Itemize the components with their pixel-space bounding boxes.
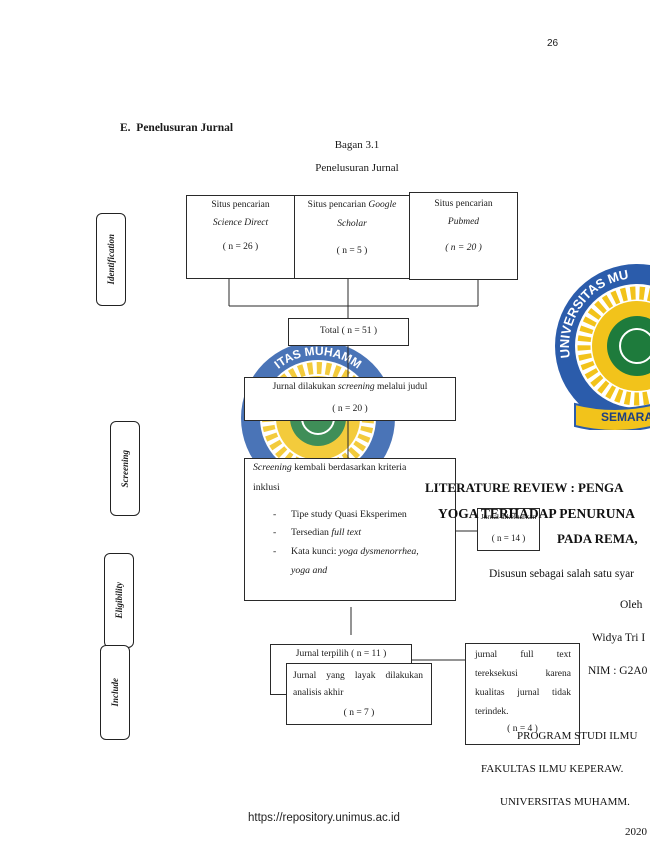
total-box: Total ( n = 51 ) (288, 318, 409, 346)
figure-title: Penelusuran Jurnal (315, 162, 399, 174)
source-box-science-direct: Situs pencarian Science Direct ( n = 26 … (186, 195, 295, 279)
excluded-label: Jurnal dikeluarkan (480, 512, 537, 521)
criteria-heading-text: kembali berdasarkan kriteria (291, 462, 407, 473)
bleed-title-line-1: LITERATURE REVIEW : PENGA (425, 480, 624, 495)
criteria-screening-box: Screening kembali berdasarkan kriteria i… (244, 458, 456, 601)
source-box-pubmed: Situs pencarian Pubmed ( n = 20 ) (409, 192, 518, 280)
repository-url-link[interactable]: https://repository.unimus.ac.id (248, 812, 400, 824)
title-screening-box: Jurnal dilakukan screening melalui judul… (244, 377, 456, 421)
figure-number: Bagan 3.1 (334, 139, 380, 151)
fulltext-excluded-line: tereksekusi karena (475, 669, 571, 679)
criteria-item-emphasis: yoga dysmenorrhea, (338, 546, 419, 557)
final-line-2: analisis akhir (293, 688, 344, 698)
source-count: ( n = 5 ) (336, 246, 368, 256)
title-screening-text: Jurnal dilakukan (272, 382, 339, 392)
criteria-item-text: Tersedian (291, 527, 332, 538)
fulltext-excluded-count: ( n = 4 ) (507, 724, 538, 734)
source-box-google-scholar: Situs pencarian Google Scholar ( n = 5 ) (294, 195, 410, 279)
bleed-author: Widya Tri I (592, 632, 646, 644)
list-bullet: - (273, 527, 277, 538)
source-label: Situs pencarian Google (295, 199, 409, 211)
section-heading: E. Penelusuran Jurnal (120, 122, 234, 134)
source-label-emphasis: Google (368, 200, 397, 210)
criteria-item-text: Kata kunci: (291, 546, 339, 557)
stage-label-include: Include (100, 645, 130, 740)
final-box: Jurnal yang layak dilakukan analisis akh… (286, 663, 432, 725)
stage-label-text: Identification (106, 234, 116, 285)
final-line-1: Jurnal yang layak dilakukan (293, 671, 423, 681)
excluded-count: ( n = 14 ) (491, 533, 526, 543)
fulltext-excluded-box: jurnal full text tereksekusi karena kual… (465, 643, 580, 745)
logo-emblem-icon (619, 328, 650, 364)
list-bullet: - (273, 546, 277, 557)
title-screening-text-end: melalui judul (374, 382, 428, 392)
sun-rays-icon (577, 286, 650, 406)
bleed-faculty: FAKULTAS ILMU KEPERAW. (481, 763, 624, 775)
bleed-purpose: Disusun sebagai salah satu syar (489, 568, 634, 580)
bleed-university: UNIVERSITAS MUHAMM. (500, 796, 630, 808)
selected-label: Jurnal terpilih ( n = 11 ) (295, 649, 387, 659)
stage-label-text: Include (110, 678, 120, 707)
bleed-program: PROGRAM STUDI ILMU (517, 730, 638, 742)
bleed-by: Oleh (620, 599, 643, 611)
list-bullet: - (273, 509, 277, 520)
source-count: ( n = 26 ) (222, 242, 259, 252)
title-screening-emphasis: screening (338, 382, 375, 392)
criteria-item-study-type: Tipe study Quasi Eksperimen (291, 509, 407, 520)
criteria-item-keywords-line2: yoga and (291, 565, 328, 576)
fulltext-excluded-line: terindek. (475, 707, 509, 717)
total-label: Total ( n = 51 ) (319, 326, 378, 336)
stage-label-identification: Identification (96, 213, 126, 306)
source-name: Scholar (337, 219, 367, 229)
source-count: ( n = 20 ) (445, 243, 482, 253)
criteria-heading-emphasis: Screening (253, 462, 292, 473)
stage-label-text: Screening (120, 449, 130, 488)
criteria-item-full-text: Tersedian full text (291, 527, 361, 539)
source-name: Science Direct (212, 218, 269, 228)
stage-label-text: Eligibility (114, 582, 124, 619)
stage-label-screening: Screening (110, 421, 140, 516)
logo-banner-text: SEMARA (601, 410, 650, 424)
fulltext-excluded-line: kualitas jurnal tidak (475, 688, 571, 698)
fulltext-excluded-line: jurnal full text (475, 650, 571, 660)
university-logo-right: UNIVERSITAS MU SEMARA (555, 264, 650, 430)
final-count: ( n = 7 ) (343, 708, 375, 718)
page-number: 26 (547, 38, 559, 49)
source-label: Situs pencarian (434, 199, 493, 209)
bleed-title-line-2: YOGA TERHADAP PENURUNA (438, 506, 636, 521)
criteria-heading-line2: inklusi (253, 482, 280, 493)
logo-banner (574, 402, 650, 430)
source-name: Pubmed (447, 217, 480, 227)
title-screening-label: Jurnal dilakukan screening melalui judul (245, 381, 455, 393)
criteria-heading: Screening kembali berdasarkan kriteria (253, 462, 406, 474)
excluded-box: Jurnal dikeluarkan ( n = 14 ) (477, 508, 540, 551)
stage-label-eligibility: Eligibility (104, 553, 134, 648)
criteria-item-emphasis: full text (331, 527, 362, 538)
source-label: Situs pencarian (211, 200, 270, 210)
criteria-item-keywords: Kata kunci: yoga dysmenorrhea, (291, 546, 419, 558)
bleed-year: 2020 (625, 826, 647, 838)
bleed-title-line-3: PADA REMA, (557, 531, 638, 546)
logo-center (607, 316, 650, 376)
bleed-nim: NIM : G2A0 (588, 665, 648, 677)
source-label-text: Situs pencarian (307, 200, 366, 210)
title-screening-count: ( n = 20 ) (332, 404, 368, 414)
